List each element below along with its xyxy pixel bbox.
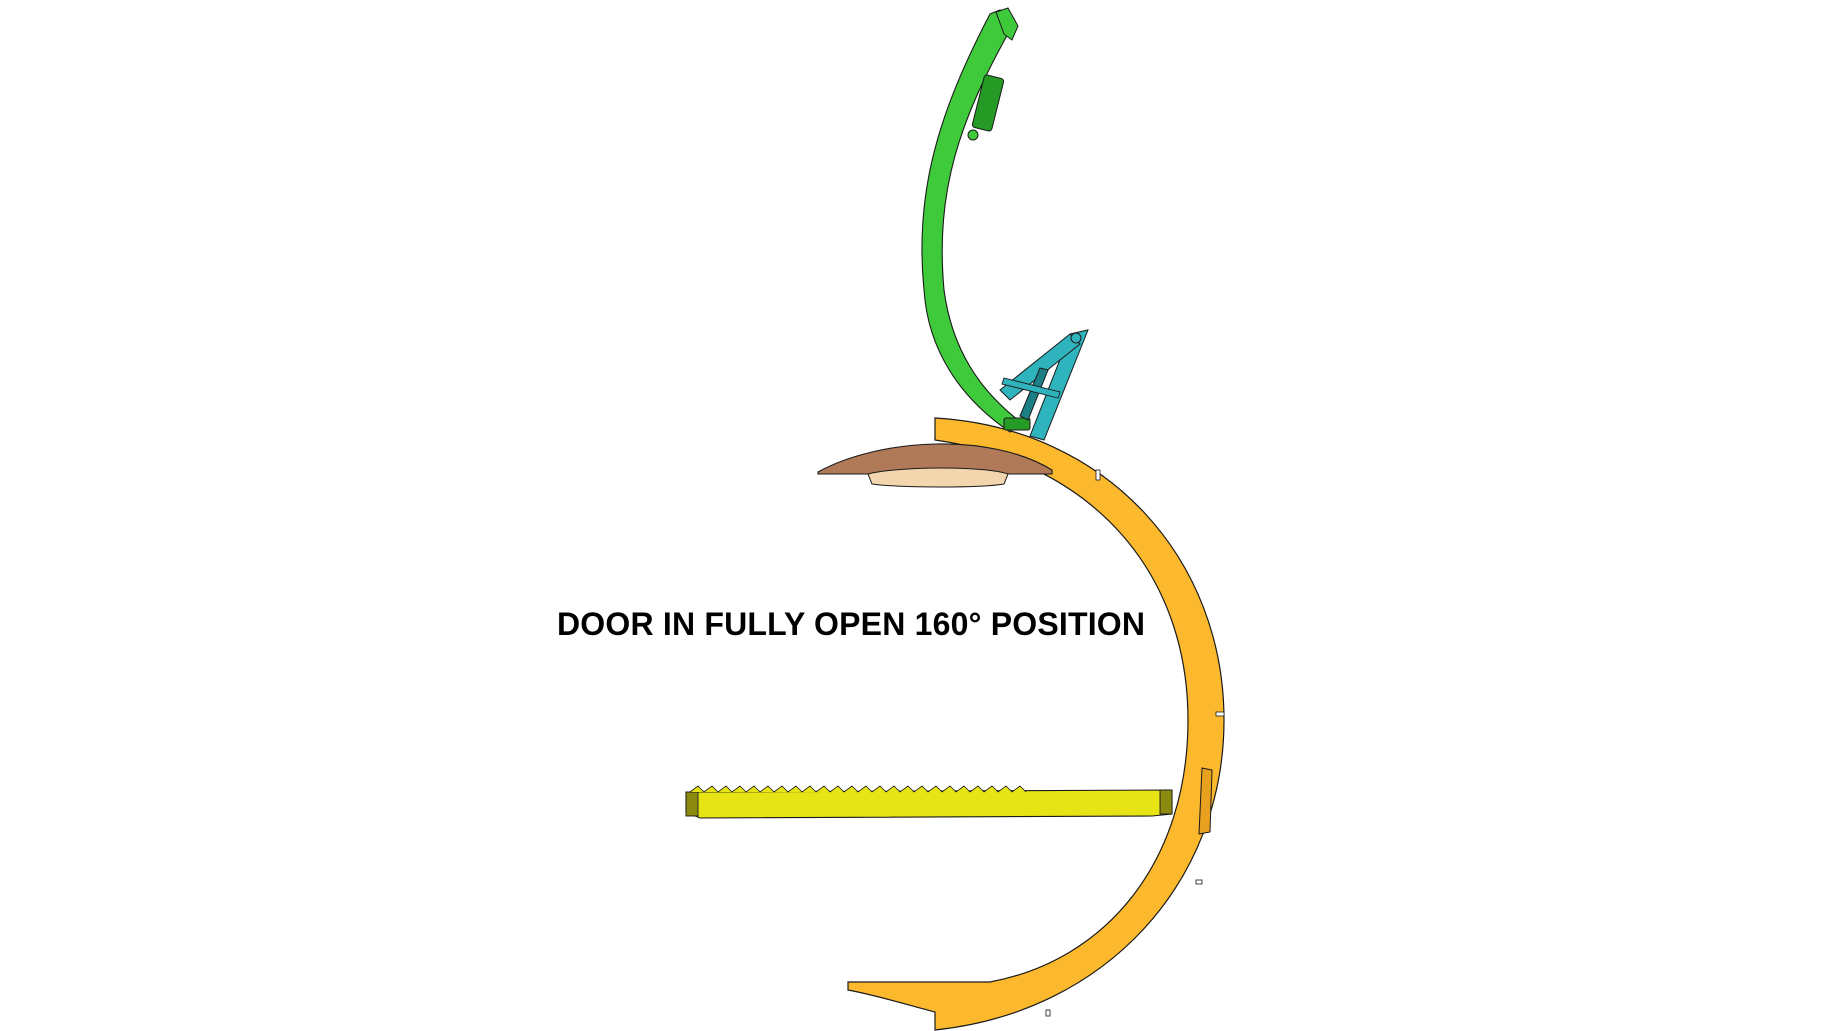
- shell-notch-1: [1095, 469, 1101, 481]
- shell-notch-2: [1215, 711, 1225, 717]
- roof-cap: [817, 443, 1053, 488]
- door-foot-block: [1003, 417, 1031, 431]
- door-top-hook: [995, 7, 1019, 41]
- shell-bracket: [1198, 767, 1213, 835]
- floor-tray-right-cap: [1159, 789, 1173, 815]
- floor-tray-left-cap: [685, 791, 699, 817]
- door-knob-icon: [967, 129, 979, 141]
- shell-notch-4: [1045, 1009, 1051, 1017]
- shell-notch-3: [1195, 879, 1203, 885]
- diagram-caption: DOOR IN FULLY OPEN 160° POSITION: [557, 606, 1146, 642]
- hinge-linkage: [999, 329, 1089, 441]
- hinge-strut: [1019, 367, 1049, 421]
- door-lock-box: [971, 74, 1005, 132]
- floor-tray-body: [685, 789, 1173, 819]
- floor-tray-ridges: [689, 785, 1027, 793]
- hinge-main-arm: [1029, 329, 1089, 441]
- hinge-pivot-icon: [1070, 332, 1082, 344]
- hinge-cross-bar: [1001, 377, 1061, 399]
- outer-shell: [847, 417, 1225, 1031]
- floor-tray: [685, 785, 1173, 819]
- door-panel: [921, 7, 1031, 433]
- door-panel-body: [921, 9, 1019, 433]
- roof-cap-underside: [867, 467, 1009, 488]
- outer-shell-body: [847, 417, 1225, 1031]
- roof-cap-body: [817, 443, 1053, 475]
